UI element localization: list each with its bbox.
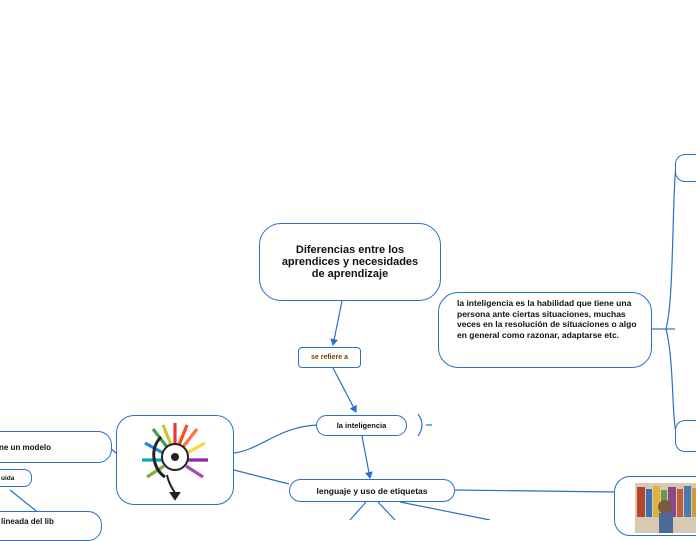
- connector-right-bracket-lower: [665, 328, 681, 437]
- link-label-text: se refiere a: [311, 354, 348, 361]
- central-topic-node[interactable]: Diferencias entre los aprendices y neces…: [259, 223, 441, 301]
- connector-lenguaje-down-1: [349, 501, 367, 520]
- lenguaje-node[interactable]: lenguaje y uso de etiquetas: [289, 479, 455, 502]
- left-node-libro[interactable]: lineada del lib: [0, 511, 102, 541]
- right-node-top[interactable]: [675, 154, 696, 182]
- left-node-uida[interactable]: uida: [0, 469, 32, 487]
- connector-inteligencia-bracket: [417, 413, 423, 437]
- photo-thumbnail-icon: [635, 483, 696, 533]
- right-node-bottom[interactable]: [675, 420, 696, 452]
- connector-label-to-inteligencia: [332, 367, 357, 413]
- connector-lenguaje-down-2: [377, 501, 396, 520]
- left-node-uida-text: uida: [1, 474, 15, 482]
- link-label-node[interactable]: se refiere a: [298, 347, 361, 368]
- photo-node[interactable]: [614, 476, 696, 536]
- connector-center-to-label: [330, 300, 343, 346]
- connector-lenguaje-down-3: [399, 501, 491, 520]
- central-topic-text: Diferencias entre los aprendices y neces…: [281, 244, 419, 280]
- lenguaje-text: lenguaje y uso de etiquetas: [316, 485, 428, 496]
- connector-image-to-lenguaje: [233, 469, 290, 485]
- inteligencia-node[interactable]: la inteligencia: [316, 415, 407, 436]
- inteligencia-text: la inteligencia: [336, 421, 387, 430]
- head-profile-icon: [135, 419, 215, 501]
- left-node-modelo[interactable]: ne un modelo: [0, 431, 112, 463]
- connector-lenguaje-to-photo: [454, 489, 616, 493]
- image-node[interactable]: [116, 415, 234, 505]
- connector-image-to-left-2: [9, 489, 41, 515]
- definition-node[interactable]: la inteligencia es la habilidad que tien…: [438, 292, 652, 368]
- definition-text: la inteligencia es la habilidad que tien…: [457, 298, 637, 340]
- connector-inteligencia-to-lenguaje: [361, 435, 373, 479]
- connector-inteligencia-to-image: [233, 424, 319, 454]
- connector-right-bracket: [665, 159, 681, 330]
- left-node-modelo-text: ne un modelo: [0, 442, 51, 452]
- left-node-libro-text: lineada del lib: [1, 517, 54, 526]
